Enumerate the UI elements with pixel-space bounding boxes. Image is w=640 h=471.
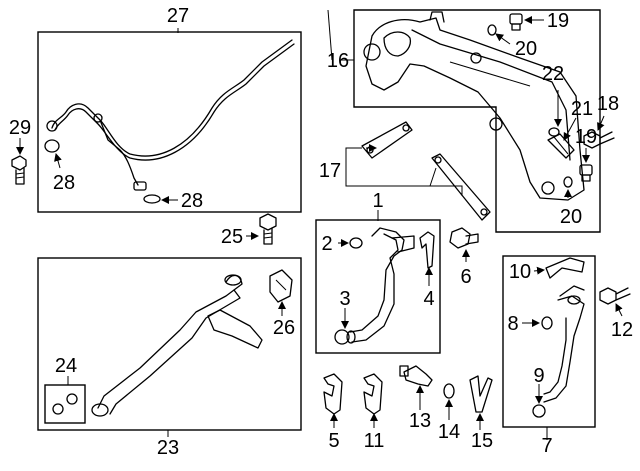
part-19-plug-top [509,13,523,31]
part-21-connector [547,133,575,159]
callout-28-bottom: 28 [181,190,203,212]
part-7-hose [543,285,585,403]
callout-8: 8 [507,313,518,335]
callout-29: 29 [9,117,31,139]
callout-18: 18 [597,93,619,115]
part-17-gasket-left [361,121,413,159]
part-11-clip [363,373,383,415]
callout-15: 15 [471,430,493,452]
callout-6: 6 [460,266,471,288]
callout-10: 10 [509,261,531,283]
part-18-bolt [583,131,615,149]
callout-20-top: 20 [515,38,537,60]
part-15-clip [469,375,493,413]
part-17-gasket-right [431,153,491,221]
part-22-oring [548,127,560,137]
part-9-oring [532,404,546,418]
part-10-clip [545,257,585,279]
callout-25: 25 [221,226,243,248]
callout-19-right: 19 [575,126,597,148]
part-28-seal-bottom [143,194,161,204]
box-7-hose-assembly [502,255,596,428]
callout-14: 14 [438,421,460,443]
part-1-hose [346,227,415,344]
box-16-water-manifold [353,9,601,233]
callout-21: 21 [571,98,593,120]
part-14-oring [443,383,455,399]
part-4-clip [419,231,435,269]
part-25-bolt [259,213,277,245]
callout-16: 16 [327,50,349,72]
callout-7: 7 [541,435,552,457]
leader-lines [16,9,623,440]
box-23-coolant-pipe [37,257,302,431]
part-26-clamp [269,269,293,303]
callout-28-left: 28 [53,172,75,194]
part-2-oring [349,237,363,249]
part-20-oring-top [487,24,497,36]
callout-13: 13 [409,410,431,432]
callout-17: 17 [319,160,341,182]
box-27-crankcase-vent [37,31,302,213]
callout-11: 11 [364,430,385,452]
callout-5: 5 [328,430,339,452]
part-12-bolt [599,287,631,305]
callout-26: 26 [273,317,295,339]
callout-27: 27 [167,5,189,27]
callout-9: 9 [533,365,544,387]
part-23-coolant-pipe [91,274,263,417]
part-24-seals [52,393,78,415]
part-19-plug-right [579,164,593,182]
box-24-seal-kit [44,384,86,424]
callout-20-right: 20 [560,206,582,228]
part-3-oring [334,329,350,345]
callout-23: 23 [157,437,179,459]
part-16-water-manifold [363,11,585,201]
callout-4: 4 [423,288,434,310]
part-5-clip [323,373,343,415]
callout-12: 12 [611,319,633,341]
callout-3: 3 [339,288,350,310]
box-1-hose-assembly [315,219,441,354]
callout-19-top: 19 [547,10,569,32]
callout-22: 22 [542,63,564,85]
part-6-bolt [449,227,479,249]
callout-1: 1 [372,190,383,212]
part-13-sensor [399,365,433,387]
part-27-vent-tube [46,39,295,191]
part-8-oring [541,316,553,330]
callout-24: 24 [55,355,77,377]
part-29-bolt [11,155,27,185]
callout-2: 2 [321,233,332,255]
part-20-oring-right [563,176,573,188]
part-28-seal-left [44,139,60,153]
